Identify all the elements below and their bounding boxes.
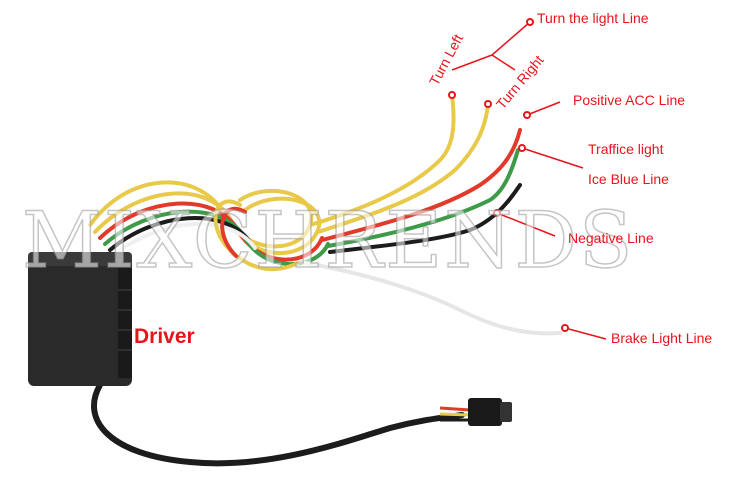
wire-leads [298, 93, 562, 336]
label-positive-acc-line: Positive ACC Line [573, 92, 686, 108]
connector-wire-yellow [439, 412, 471, 417]
label-turn-the-light-line: Turn the light Line [537, 10, 649, 26]
connector-plug-icon [468, 398, 512, 426]
pointer-turn-split [491, 21, 531, 56]
wire-positive-acc [320, 128, 522, 242]
pointer-positive [526, 101, 561, 116]
pointer-lines [451, 21, 607, 340]
label-ice-blue-line: Ice Blue Line [588, 171, 669, 187]
wire-ice-blue [326, 148, 520, 248]
wire-brake [298, 260, 562, 336]
wire-turn-right [316, 103, 490, 234]
pointer-ice-blue [521, 147, 584, 169]
pointer-dots [448, 18, 569, 332]
wire-turn-left [308, 93, 456, 227]
label-brake-light-line: Brake Light Line [611, 330, 713, 346]
label-negative-line: Negative Line [568, 230, 654, 246]
driver-box-icon [28, 252, 132, 386]
watermark: MIXCHRENDS [21, 195, 635, 287]
label-traffice-light: Traffice light [588, 141, 664, 157]
connector-cable [91, 382, 465, 467]
pointer-brake [564, 327, 607, 340]
pointer-negative [496, 212, 556, 237]
connector-wire-red [439, 406, 471, 412]
label-driver: Driver [134, 325, 195, 348]
wire-negative [328, 183, 522, 254]
